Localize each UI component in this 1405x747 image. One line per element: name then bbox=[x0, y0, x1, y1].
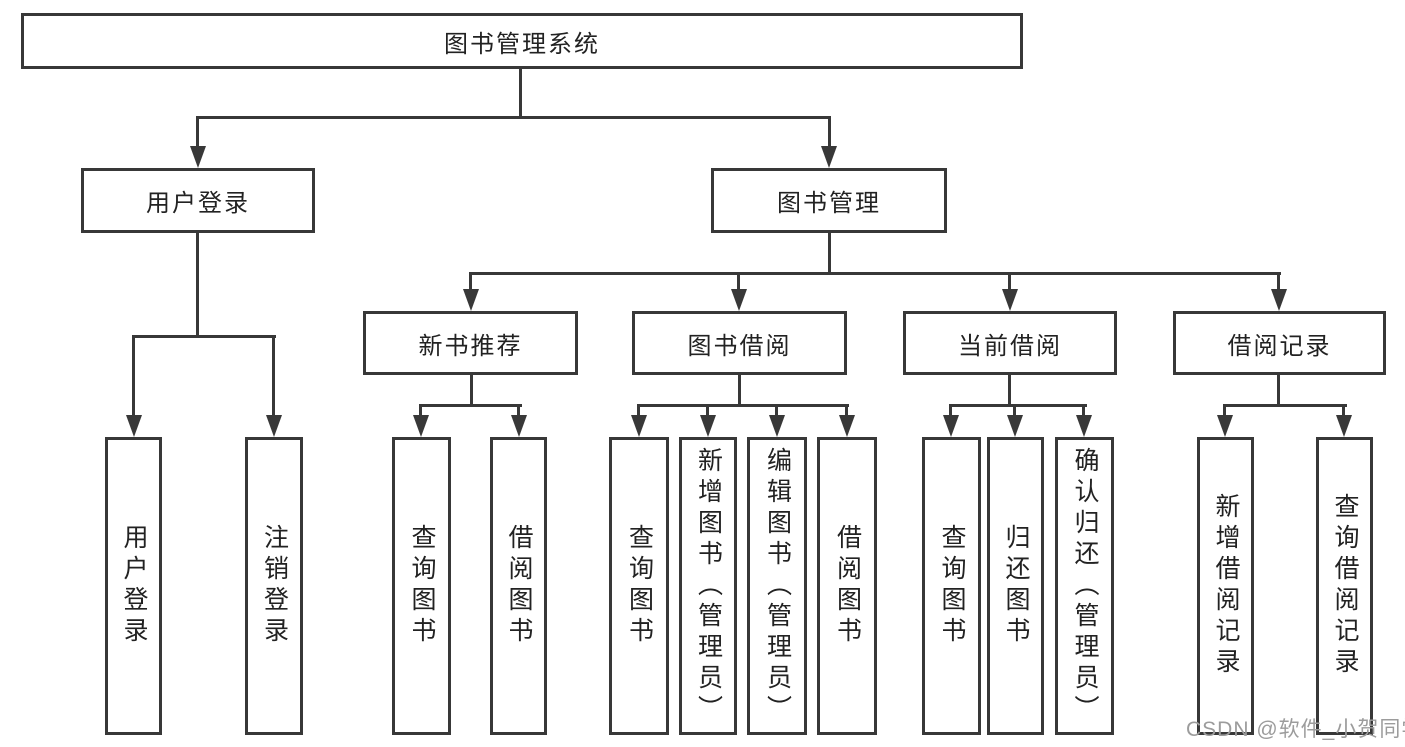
node-user-login: 用户登录 bbox=[81, 168, 315, 233]
leaf-query-books-borrow-label: 查询图书 bbox=[625, 524, 654, 648]
leaf-borrow-books: 借阅图书 bbox=[817, 437, 877, 735]
arrowhead-icon bbox=[190, 146, 206, 168]
arrowhead-icon bbox=[1336, 415, 1352, 437]
connector-line bbox=[419, 404, 522, 407]
arrowhead-icon bbox=[700, 415, 716, 437]
arrowhead-icon bbox=[463, 289, 479, 311]
arrowhead-icon bbox=[1007, 415, 1023, 437]
connector-line bbox=[196, 231, 199, 338]
leaf-user-login-label: 用户登录 bbox=[120, 524, 148, 648]
connector-line bbox=[738, 373, 741, 407]
leaf-edit-books-admin: 编辑图书（管理员） bbox=[747, 437, 807, 735]
connector-line bbox=[196, 116, 831, 119]
connector-line bbox=[519, 67, 522, 118]
node-current-borrow: 当前借阅 bbox=[903, 311, 1117, 375]
arrowhead-icon bbox=[1271, 289, 1287, 311]
node-book-borrow: 图书借阅 bbox=[632, 311, 847, 375]
connector-line bbox=[132, 335, 276, 338]
connector-line bbox=[845, 404, 848, 418]
leaf-add-borrow-record: 新增借阅记录 bbox=[1197, 437, 1254, 735]
arrowhead-icon bbox=[1002, 289, 1018, 311]
connector-line bbox=[1277, 272, 1280, 291]
connector-line bbox=[637, 404, 849, 407]
connector-line bbox=[737, 272, 740, 291]
connector-line bbox=[775, 404, 778, 418]
leaf-query-books-recommend-label: 查询图书 bbox=[408, 524, 436, 648]
leaf-logout-label: 注销登录 bbox=[260, 524, 289, 648]
csdn-watermark: CSDN @软件_小贺同学 bbox=[1186, 718, 1405, 741]
leaf-confirm-return-admin: 确认归还（管理员） bbox=[1055, 437, 1114, 735]
connector-line bbox=[1008, 272, 1011, 291]
node-root: 图书管理系统 bbox=[21, 13, 1023, 69]
leaf-query-books-current-label: 查询图书 bbox=[938, 524, 966, 648]
connector-line bbox=[949, 404, 1087, 407]
leaf-add-books-admin: 新增图书（管理员） bbox=[679, 437, 737, 735]
leaf-borrow-books-label: 借阅图书 bbox=[833, 524, 862, 648]
connector-line bbox=[828, 116, 831, 148]
arrowhead-icon bbox=[266, 415, 282, 437]
connector-line bbox=[706, 404, 709, 418]
arrowhead-icon bbox=[769, 415, 785, 437]
node-book-management: 图书管理 bbox=[711, 168, 947, 233]
connector-line bbox=[1008, 373, 1011, 407]
arrowhead-icon bbox=[821, 146, 837, 168]
leaf-return-books-label: 归还图书 bbox=[1002, 524, 1030, 648]
node-book-borrow-label: 图书借阅 bbox=[687, 332, 792, 360]
arrowhead-icon bbox=[631, 415, 647, 437]
leaf-query-borrow-record-label: 查询借阅记录 bbox=[1331, 493, 1359, 679]
arrowhead-icon bbox=[413, 415, 429, 437]
connector-line bbox=[470, 373, 473, 407]
leaf-query-books-borrow: 查询图书 bbox=[609, 437, 669, 735]
leaf-borrow-books-recommend-label: 借阅图书 bbox=[505, 524, 533, 648]
leaf-add-borrow-record-label: 新增借阅记录 bbox=[1212, 493, 1240, 679]
node-current-borrow-label: 当前借阅 bbox=[958, 332, 1062, 360]
arrowhead-icon bbox=[839, 415, 855, 437]
connector-line bbox=[469, 272, 472, 291]
node-new-book-recommend: 新书推荐 bbox=[363, 311, 578, 375]
node-root-label: 图书管理系统 bbox=[444, 30, 600, 58]
connector-line bbox=[1223, 404, 1347, 407]
leaf-confirm-return-admin-label: 确认归还（管理员） bbox=[1071, 446, 1099, 726]
connector-line bbox=[517, 404, 520, 418]
arrowhead-icon bbox=[731, 289, 747, 311]
node-borrow-records: 借阅记录 bbox=[1173, 311, 1386, 375]
leaf-add-books-admin-label: 新增图书（管理员） bbox=[694, 446, 723, 726]
connector-line bbox=[196, 116, 199, 148]
connector-line bbox=[1342, 404, 1345, 418]
connector-line bbox=[1223, 404, 1226, 418]
leaf-return-books: 归还图书 bbox=[987, 437, 1044, 735]
node-new-book-recommend-label: 新书推荐 bbox=[418, 332, 523, 360]
connector-line bbox=[1082, 404, 1085, 418]
leaf-query-books-recommend: 查询图书 bbox=[392, 437, 451, 735]
connector-line bbox=[1013, 404, 1016, 418]
leaf-borrow-books-recommend: 借阅图书 bbox=[490, 437, 547, 735]
connector-line bbox=[1277, 373, 1280, 407]
arrowhead-icon bbox=[1217, 415, 1233, 437]
leaf-edit-books-admin-label: 编辑图书（管理员） bbox=[763, 446, 792, 726]
leaf-query-borrow-record: 查询借阅记录 bbox=[1316, 437, 1373, 735]
arrowhead-icon bbox=[126, 415, 142, 437]
connector-line bbox=[132, 335, 135, 417]
connector-line bbox=[949, 404, 952, 418]
arrowhead-icon bbox=[1076, 415, 1092, 437]
node-borrow-records-label: 借阅记录 bbox=[1227, 332, 1332, 360]
node-book-management-label: 图书管理 bbox=[777, 190, 881, 217]
connector-line bbox=[419, 404, 422, 418]
arrowhead-icon bbox=[943, 415, 959, 437]
connector-line bbox=[272, 335, 275, 417]
connector-line bbox=[637, 404, 640, 418]
leaf-logout: 注销登录 bbox=[245, 437, 303, 735]
connector-line bbox=[828, 231, 831, 275]
leaf-query-books-current: 查询图书 bbox=[922, 437, 981, 735]
connector-line bbox=[469, 272, 1281, 275]
leaf-user-login: 用户登录 bbox=[105, 437, 162, 735]
node-user-login-label: 用户登录 bbox=[146, 190, 250, 217]
arrowhead-icon bbox=[511, 415, 527, 437]
